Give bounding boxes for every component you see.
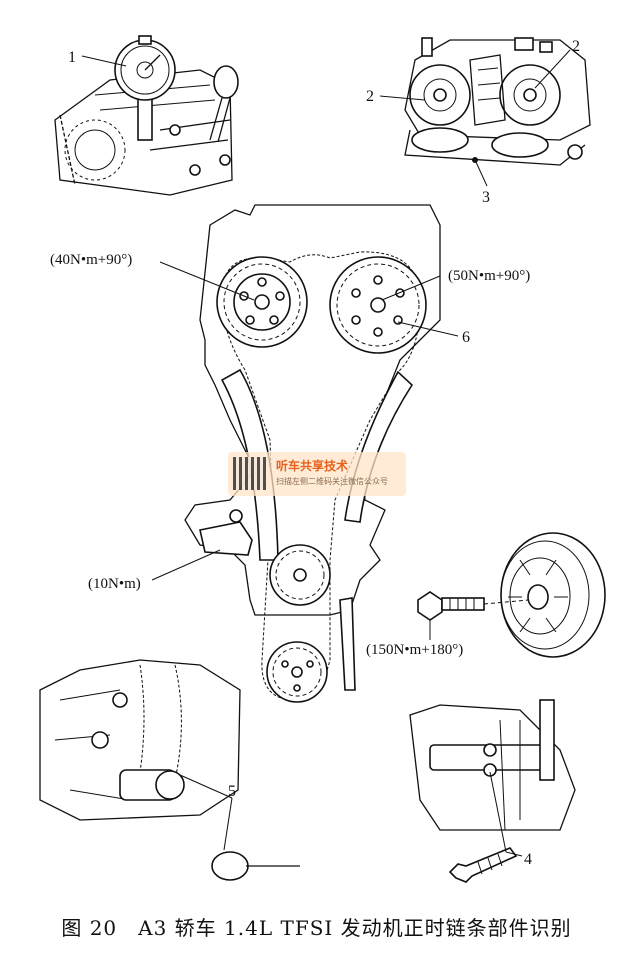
callout-3: 3 — [482, 189, 490, 206]
callout-4: 4 — [524, 851, 532, 868]
torque-exhaust-cam: (50N•m+90°) — [448, 268, 530, 284]
pulley-icon — [500, 532, 606, 658]
sprocket-icon — [64, 119, 126, 181]
bracket-bolt-detail: 4 — [409, 699, 576, 883]
callout-1: 1 — [68, 49, 76, 66]
torque-crank-bolt: (150N•m+180°) — [366, 642, 463, 658]
callout-5: 5 — [228, 783, 236, 800]
callout-6: 6 — [462, 329, 470, 346]
callout-2-left: 2 — [366, 88, 374, 105]
figure-caption: 图 20 A3 轿车 1.4L TFSI 发动机正时链条部件识别 — [61, 916, 572, 940]
watermark-title: 听车共享技术 — [276, 459, 349, 473]
idler-sprocket — [269, 544, 331, 606]
dial-gauge-detail: 1 — [54, 35, 239, 196]
bolt-icon — [417, 591, 485, 621]
timing-chain-diagram: 1 2 2 3 — [39, 35, 606, 883]
camshaft-head-detail: 2 2 3 — [366, 37, 591, 206]
qr-code-icon — [233, 457, 266, 490]
locking-pin-icon — [211, 851, 300, 881]
watermark-subtitle: 扫描左侧二维码关注微信公众号 — [276, 477, 388, 486]
torque-tensioner: (10N•m) — [88, 576, 141, 592]
exhaust-cam-sprocket — [329, 256, 427, 354]
callout-2-right: 2 — [572, 38, 580, 55]
crank-sprocket — [266, 641, 328, 703]
dial-gauge-icon — [114, 35, 176, 101]
intake-cam-sprocket — [216, 256, 308, 348]
locking-pin-detail: 5 — [39, 659, 300, 881]
torque-intake-cam: (40N•m+90°) — [50, 252, 132, 268]
watermark-badge: 听车共享技术 扫描左侧二维码关注微信公众号 — [228, 452, 406, 496]
crank-pulley-detail: (150N•m+180°) — [366, 532, 606, 658]
chain-tensioner — [199, 509, 253, 556]
